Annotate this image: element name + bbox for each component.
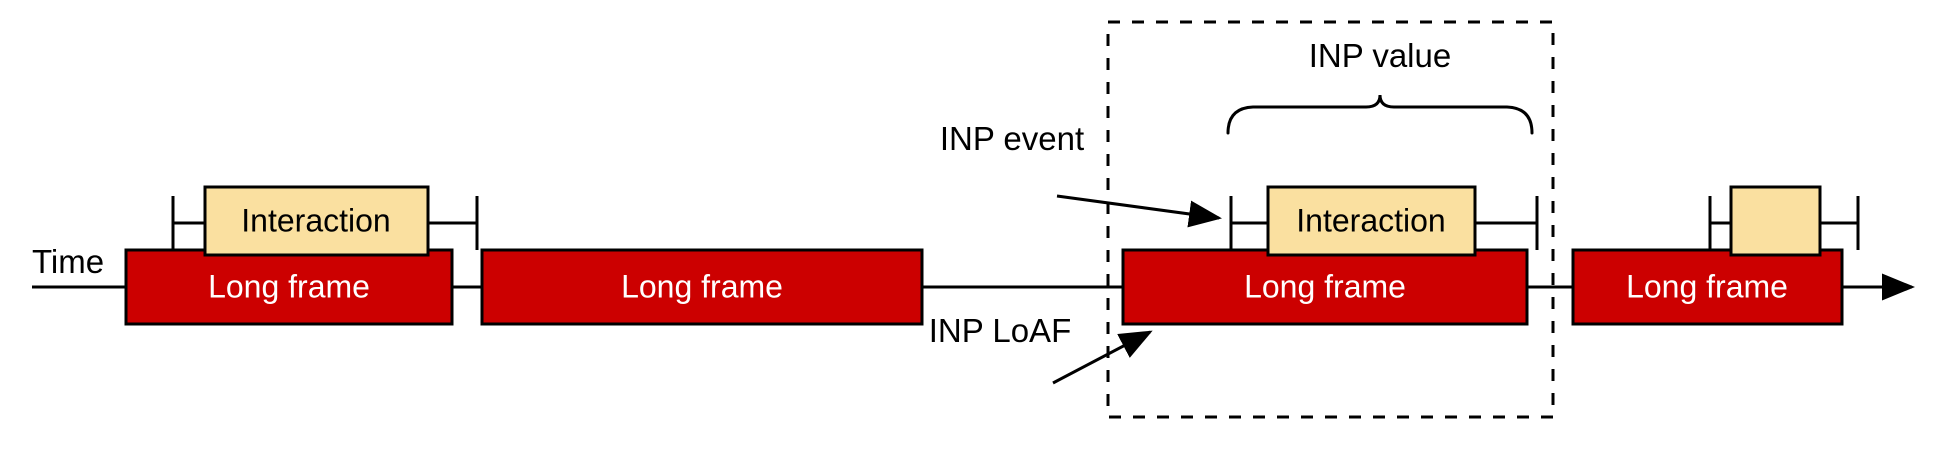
interaction-1-whiskers <box>171 196 479 250</box>
inp-value-brace <box>1226 94 1534 135</box>
inp-loaf-arrow <box>1052 330 1153 385</box>
interaction-2: Interaction <box>1266 185 1477 257</box>
inp-highlight-region <box>1106 20 1555 419</box>
long-frame-3: Long frame <box>1121 248 1529 326</box>
long-frame-4-label: Long frame <box>1626 268 1788 304</box>
interaction-1: Interaction <box>203 185 430 257</box>
interaction-3-whiskers <box>1708 196 1860 250</box>
long-frame-4: Long frame <box>1571 248 1844 326</box>
interaction-2-label: Interaction <box>1296 202 1445 238</box>
inp-value-label: INP value <box>1309 37 1451 74</box>
inp-event-arrow <box>1056 194 1222 228</box>
inp-loaf-label: INP LoAF <box>929 312 1071 349</box>
long-frame-1: Long frame <box>124 248 454 326</box>
long-frame-2-label: Long frame <box>621 268 783 304</box>
long-frame-2: Long frame <box>480 248 924 326</box>
time-axis-label: Time <box>32 243 104 280</box>
interaction-2-whiskers <box>1229 196 1539 250</box>
long-frame-3-label: Long frame <box>1244 268 1406 304</box>
long-frame-1-label: Long frame <box>208 268 370 304</box>
interaction-3 <box>1729 185 1822 257</box>
inp-event-label: INP event <box>940 120 1084 157</box>
interaction-1-label: Interaction <box>241 202 390 238</box>
